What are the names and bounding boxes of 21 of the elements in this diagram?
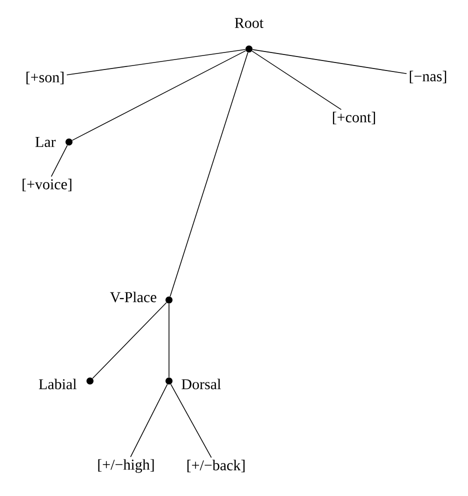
feature-label: [+/−high] <box>98 459 154 473</box>
branch-line <box>92 302 167 379</box>
node-label: Dorsal <box>182 378 221 390</box>
feature-label: [+voice] <box>22 178 72 192</box>
branch-line <box>66 49 246 76</box>
branch-line <box>50 144 68 177</box>
node-label: Labial <box>38 378 76 390</box>
node-label: Root <box>234 18 264 28</box>
feature-label: [+son] <box>26 72 64 84</box>
feature-label: [+cont] <box>332 112 376 124</box>
branch-line <box>168 303 170 378</box>
branch-line <box>170 52 248 297</box>
branch-line <box>130 384 168 458</box>
branch-line <box>252 49 407 74</box>
node-label: Lar <box>35 137 56 147</box>
node-label: V-Place <box>110 292 156 302</box>
branch-line <box>170 384 212 458</box>
branch-line <box>72 50 246 141</box>
branch-line <box>252 50 342 110</box>
feature-label: [−nas] <box>410 70 446 84</box>
feature-label: [+/−back] <box>187 460 245 472</box>
